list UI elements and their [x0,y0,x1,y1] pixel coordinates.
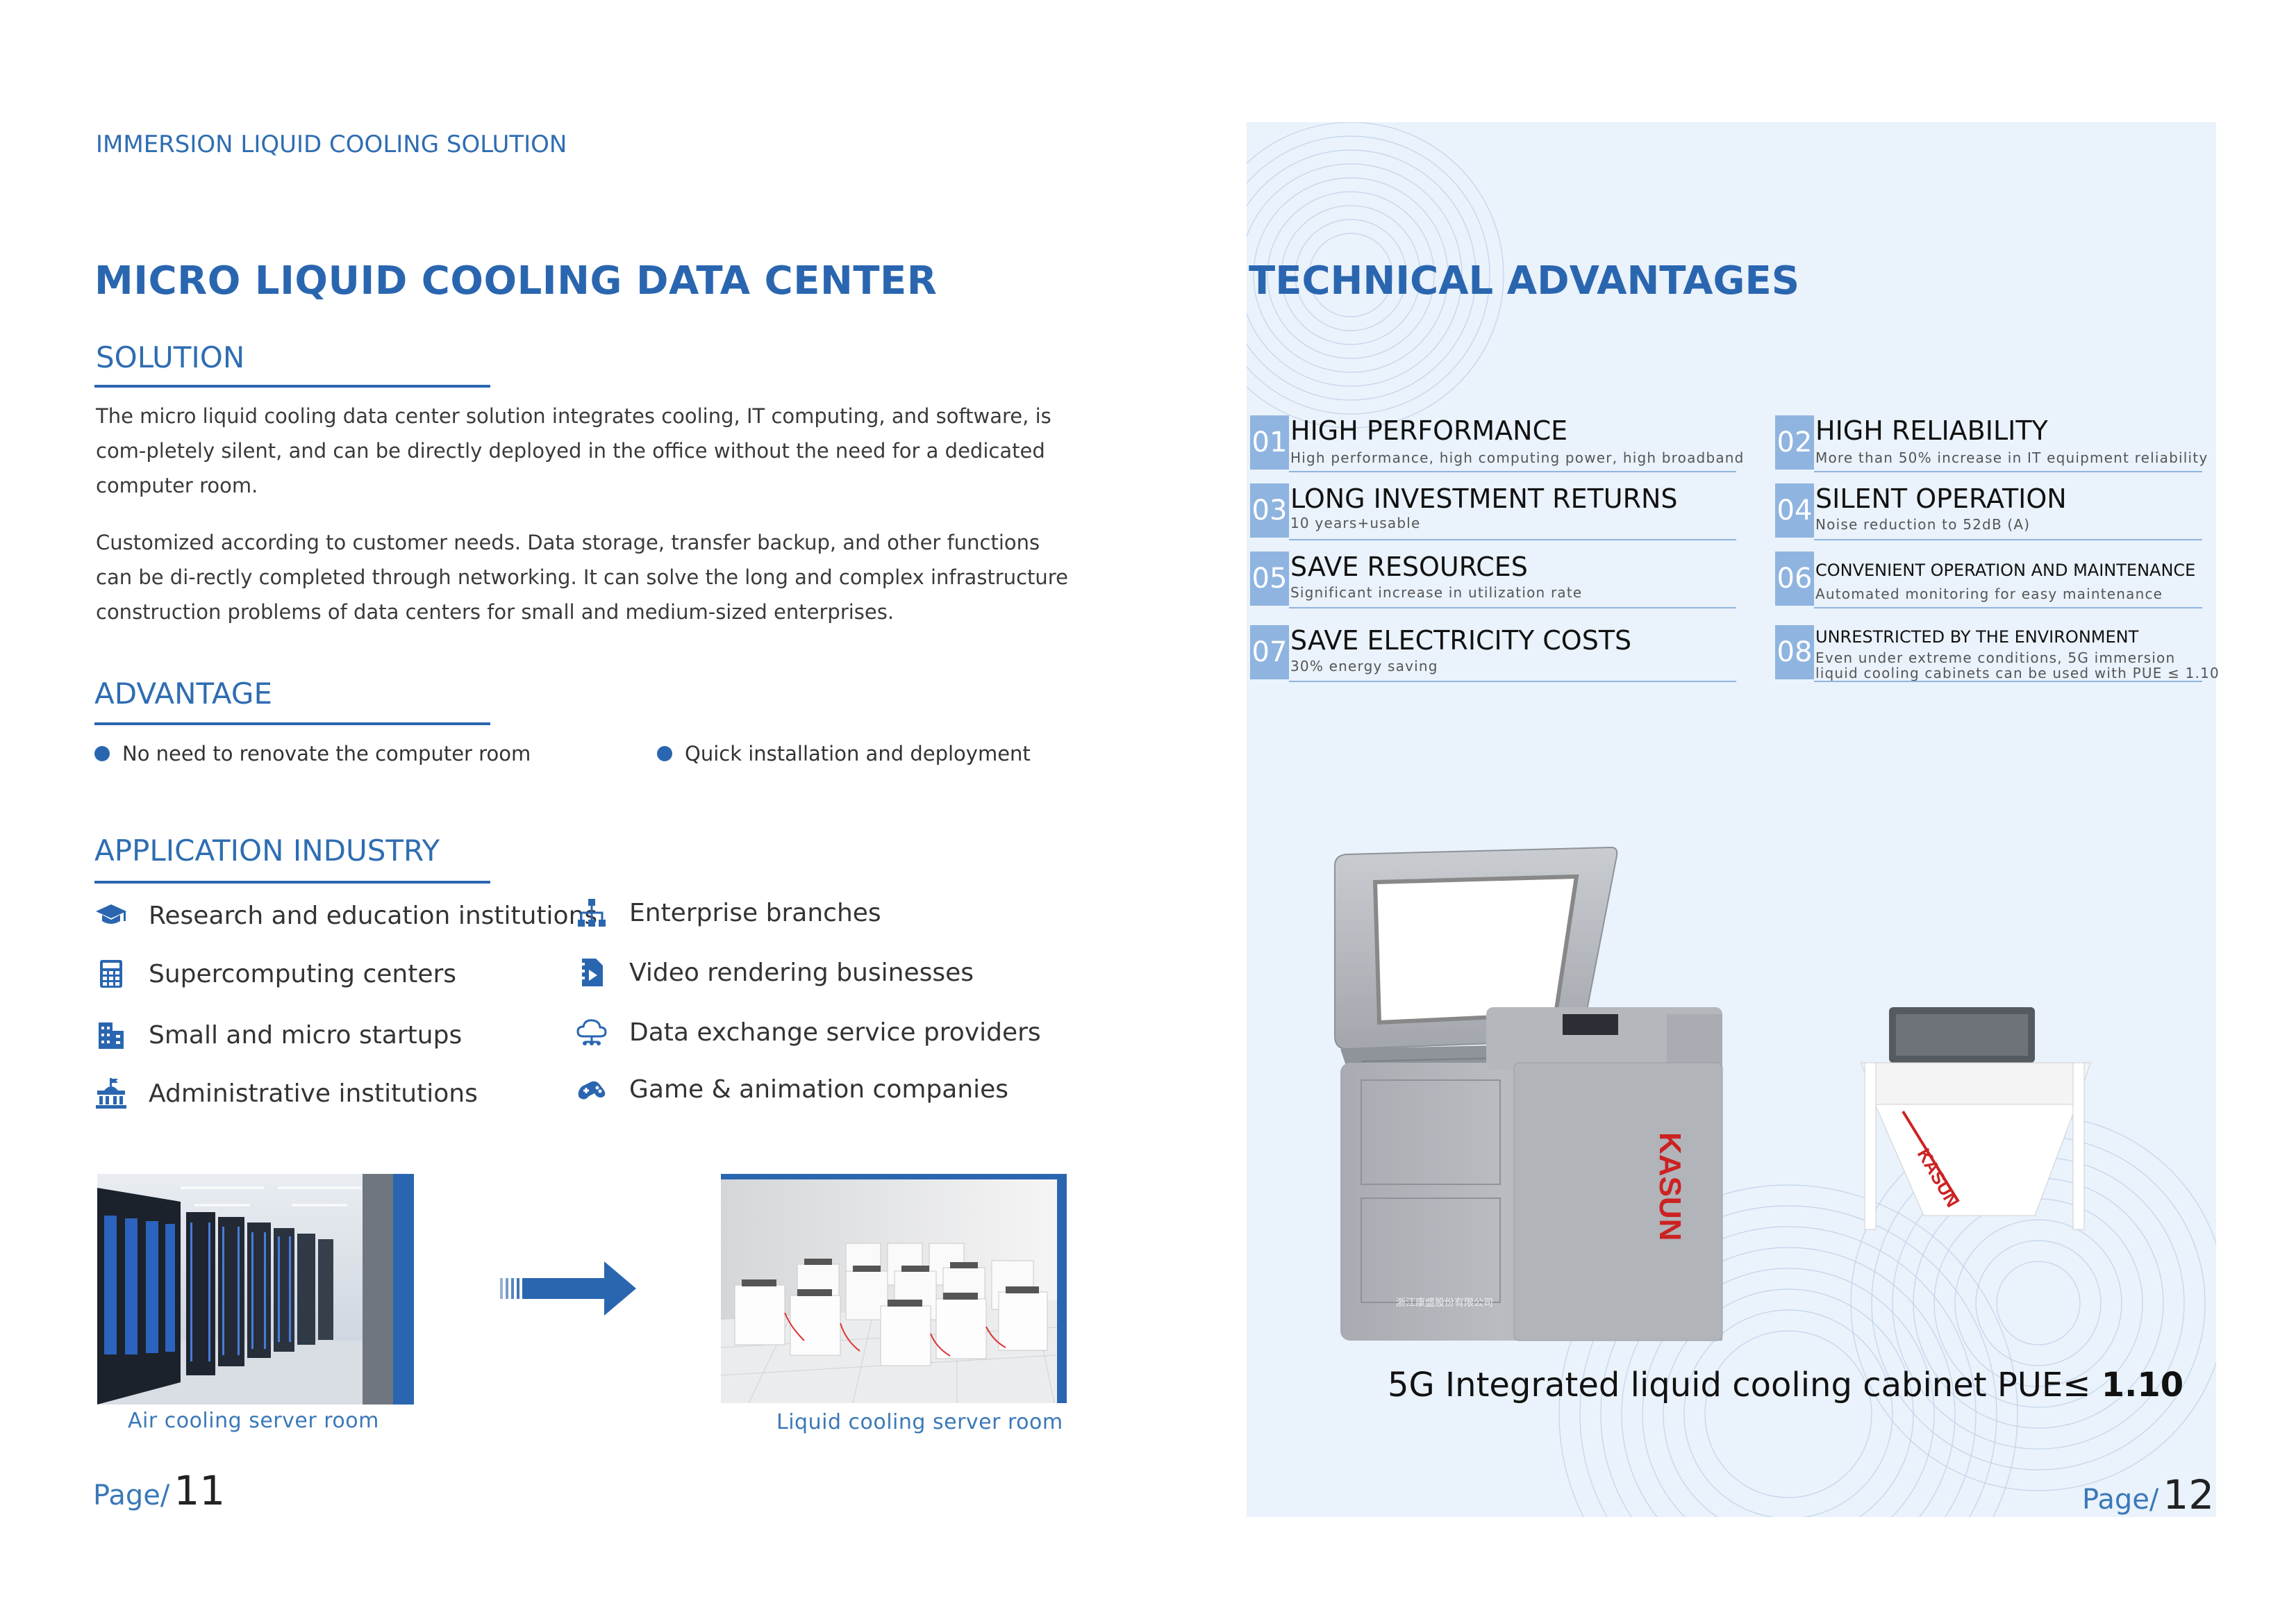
industry-label: Supercomputing centers [149,959,457,988]
advantage-number: 04 [1775,483,1814,538]
advantage-desc: High performance, high computing power, … [1290,449,1745,466]
page-number-right: Page/ 12 [2082,1471,2214,1518]
advantage-underline [1814,539,2202,540]
solution-paragraph-2: Customized according to customer needs. … [96,531,1068,624]
advantage-underline [1289,471,1736,472]
advantage-card: 06 CONVENIENT OPERATION AND MAINTENANCE … [1775,552,2202,608]
product-caption-text: 5G Integrated liquid cooling cabinet PUE… [1388,1366,2102,1405]
air-cooling-caption: Air cooling server room [128,1409,379,1433]
org-chart-icon [575,896,608,929]
advantage-title: CONVENIENT OPERATION AND MAINTENANCE [1815,561,2196,580]
advantage-number: 01 [1250,415,1289,470]
industry-item: Game & animation companies [575,1072,1008,1106]
advantage-item: Quick installation and deployment [657,742,1031,765]
building-icon [94,1018,128,1052]
graduation-cap-icon [94,899,128,932]
svg-text:KASUN: KASUN [1653,1132,1687,1241]
industry-item: Research and education institutions [94,899,597,932]
bullet-dot-icon [657,746,672,761]
advantage-title: SILENT OPERATION [1815,483,2067,514]
bullet-dot-icon [94,746,110,761]
advantage-heading: ADVANTAGE [94,677,272,711]
industry-item: Data exchange service providers [575,1016,1041,1049]
advantage-rule [94,722,490,725]
advantage-underline [1289,607,1736,608]
industry-label: Research and education institutions [149,901,598,930]
advantage-desc: 10 years+usable [1290,515,1421,531]
advantage-title: HIGH PERFORMANCE [1290,415,1568,446]
advantage-underline [1814,607,2202,608]
pue-value: 1.10 [2101,1366,2184,1405]
calculator-icon [94,957,128,991]
page-value: 11 [174,1467,226,1514]
solution-paragraph-1: The micro liquid cooling data center sol… [96,404,1051,497]
industry-label: Game & animation companies [629,1075,1009,1104]
page-label: Page/ [93,1480,170,1511]
advantage-card: 05 SAVE RESOURCES Significant increase i… [1250,552,1736,608]
industry-label: Video rendering businesses [629,958,974,987]
advantage-underline [1814,471,2202,472]
industry-label: Data exchange service providers [629,1018,1041,1047]
advantage-number: 05 [1250,552,1289,606]
advantage-desc: Even under extreme conditions, 5G immers… [1815,649,2176,666]
advantage-card: 03 LONG INVESTMENT RETURNS 10 years+usab… [1250,483,1736,540]
advantage-label: Quick installation and deployment [685,742,1031,765]
advantage-underline [1289,681,1736,682]
page-value: 12 [2163,1471,2215,1518]
advantage-title: LONG INVESTMENT RETURNS [1290,483,1678,514]
advantage-desc: Noise reduction to 52dB (A) [1815,516,2031,533]
advantage-desc: Significant increase in utilization rate [1290,584,1583,601]
advantage-number: 08 [1775,625,1814,679]
advantage-number: 03 [1250,483,1289,538]
cloud-network-icon [575,1016,608,1049]
advantage-card: 08 UNRESTRICTED BY THE ENVIRONMENT Even … [1775,625,2219,682]
industry-label: Small and micro startups [149,1020,463,1050]
video-file-icon [575,956,608,989]
page-label: Page/ [2082,1484,2159,1516]
liquid-cooling-cabinet-image: KASUN 浙江康盛股份有限公司 KASUN [1320,840,2153,1348]
advantage-number: 06 [1775,552,1814,606]
technical-advantages-title: TECHNICAL ADVANTAGES [1249,258,1800,304]
air-cooling-image [97,1174,414,1405]
advantage-card: 01 HIGH PERFORMANCE High performance, hi… [1250,415,1743,472]
industry-item: Video rendering businesses [575,956,974,989]
advantage-card: 04 SILENT OPERATION Noise reduction to 5… [1775,483,2202,540]
advantage-underline [1289,539,1736,540]
liquid-cooling-caption: Liquid cooling server room [776,1410,1063,1434]
industry-label: Administrative institutions [149,1079,478,1108]
industry-rule [94,881,490,884]
advantage-title: SAVE RESOURCES [1290,552,1528,582]
industry-item: Enterprise branches [575,896,881,929]
advantage-desc: Automated monitoring for easy maintenanc… [1815,586,2163,602]
advantage-title: HIGH RELIABILITY [1815,415,2048,446]
advantage-number: 07 [1250,625,1289,679]
industry-item: Small and micro startups [94,1018,462,1052]
industry-label: Enterprise branches [629,898,881,927]
advantage-desc: More than 50% increase in IT equipment r… [1815,449,2208,466]
gamepad-icon [575,1072,608,1106]
advantage-underline [1814,681,2202,682]
svg-text:浙江康盛股份有限公司: 浙江康盛股份有限公司 [1396,1297,1493,1308]
advantage-card: 02 HIGH RELIABILITY More than 50% increa… [1775,415,2207,472]
industry-heading: APPLICATION INDUSTRY [94,834,440,868]
advantage-desc-line2: liquid cooling cabinets can be used with… [1815,665,2220,681]
industry-item: Administrative institutions [94,1077,478,1110]
industry-item: Supercomputing centers [94,957,456,991]
advantage-card: 07 SAVE ELECTRICITY COSTS 30% energy sav… [1250,625,1736,682]
advantage-label: No need to renovate the computer room [122,742,531,765]
advantage-number: 02 [1775,415,1814,470]
solution-rule [94,385,490,388]
advantage-title: SAVE ELECTRICITY COSTS [1290,625,1632,656]
liquid-cooling-image [720,1174,1067,1404]
page-title: MICRO LIQUID COOLING DATA CENTER [94,258,938,304]
advantage-title: UNRESTRICTED BY THE ENVIRONMENT [1815,627,2139,647]
arrow-right-icon [500,1257,639,1320]
page-number-left: Page/ 11 [93,1467,225,1514]
solution-heading: SOLUTION [96,340,245,374]
advantage-desc: 30% energy saving [1290,658,1438,674]
section-header: IMMERSION LIQUID COOLING SOLUTION [96,131,567,158]
product-caption: 5G Integrated liquid cooling cabinet PUE… [1388,1366,2183,1405]
advantage-item: No need to renovate the computer room [94,742,531,765]
government-building-icon [94,1077,128,1110]
